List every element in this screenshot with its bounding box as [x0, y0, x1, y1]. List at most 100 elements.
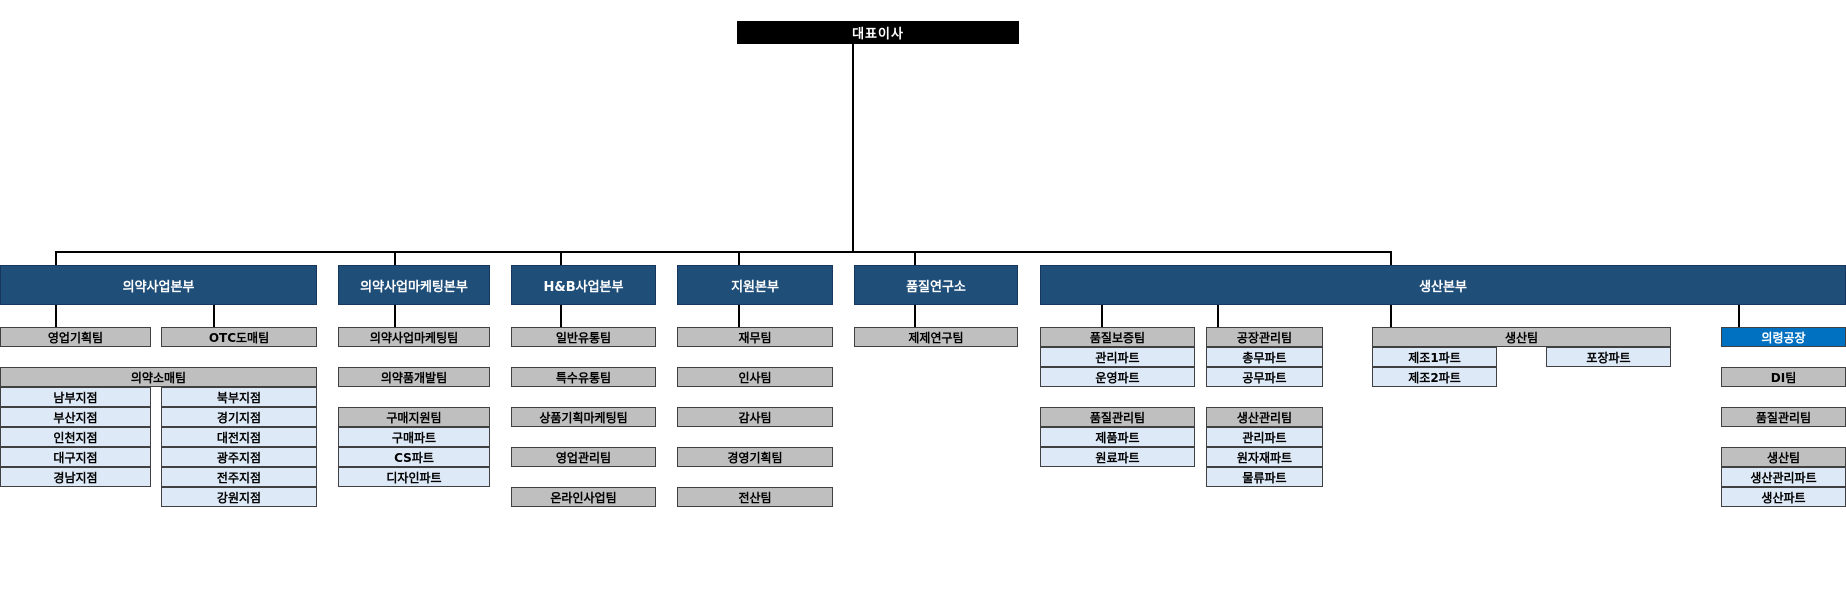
- production-team-connector: [1390, 305, 1392, 327]
- part-raw-materials: 원자재파트: [1206, 447, 1323, 467]
- team-finance: 재무팀: [677, 327, 833, 347]
- team-formulation-research: 제제연구팀: [854, 327, 1018, 347]
- part-label: 제조2파트: [1408, 370, 1461, 385]
- ceo-box: 대표이사: [737, 21, 1019, 44]
- part-branch-gangwon: 강원지점: [161, 487, 317, 507]
- part-branch-north: 북부지점: [161, 387, 317, 407]
- part-qc-raw: 원료파트: [1040, 447, 1195, 467]
- part-label: 남부지점: [53, 390, 98, 405]
- team-management-planning: 경영기획팀: [677, 447, 833, 467]
- team-it: 전산팀: [677, 487, 833, 507]
- team-otc-wholesale: OTC도매팀: [161, 327, 317, 347]
- division-label: 의약사업마케팅본부: [360, 279, 468, 295]
- part-label: 관리파트: [1095, 350, 1140, 365]
- part-qc-product: 제품파트: [1040, 427, 1195, 447]
- team-purchase-support: 구매지원팀: [338, 407, 490, 427]
- plant-management-connector: [1217, 305, 1219, 327]
- team-label: 생산팀: [1766, 450, 1801, 465]
- part-label: 생산파트: [1761, 490, 1806, 505]
- part-label: 원자재파트: [1236, 450, 1293, 465]
- team-uiryeong-qc: 품질관리팀: [1721, 407, 1846, 427]
- team-label: 의약소매팀: [130, 370, 187, 385]
- part-branch-south: 남부지점: [0, 387, 151, 407]
- part-cs: CS파트: [338, 447, 490, 467]
- part-label: 공무파트: [1242, 370, 1287, 385]
- part-label: 전주지점: [216, 470, 262, 485]
- division-hb: H&B사업본부: [511, 265, 656, 305]
- team-label: 영업기획팀: [47, 330, 104, 345]
- team-uiryeong-plant: 의령공장: [1721, 327, 1846, 347]
- part-branch-gyeongnam: 경남지점: [0, 467, 151, 487]
- team-pharma-retail: 의약소매팀: [0, 367, 317, 387]
- part-uiryeong-prod: 생산파트: [1721, 487, 1846, 507]
- pharma-marketing-drop-line: [394, 251, 396, 265]
- team-sales-planning: 영업기획팀: [0, 327, 151, 347]
- part-branch-jeonju: 전주지점: [161, 467, 317, 487]
- part-label: 북부지점: [216, 390, 262, 405]
- part-branch-gyeonggi: 경기지점: [161, 407, 317, 427]
- part-label: 물류파트: [1242, 470, 1287, 485]
- division-pharma-marketing: 의약사업마케팅본부: [338, 265, 490, 305]
- team-label: 감사팀: [738, 410, 772, 425]
- part-uiryeong-prod-management: 생산관리파트: [1721, 467, 1846, 487]
- part-qa-operation: 운영파트: [1040, 367, 1195, 387]
- division-support: 지원본부: [677, 265, 833, 305]
- formulation-research-connector: [914, 305, 916, 327]
- part-label: 포장파트: [1586, 350, 1631, 365]
- team-label: 온라인사업팀: [550, 490, 617, 505]
- support-drop-line: [738, 251, 740, 265]
- team-di: DI팀: [1721, 367, 1846, 387]
- ceo-connector: [852, 44, 854, 252]
- part-packaging: 포장파트: [1546, 347, 1671, 367]
- pharma-drop-line: [55, 251, 57, 265]
- division-label: H&B사업본부: [543, 279, 624, 295]
- team-label: 제제연구팀: [908, 330, 964, 345]
- division-label: 품질연구소: [906, 279, 966, 295]
- team-sales-management: 영업관리팀: [511, 447, 656, 467]
- team-label: 영업관리팀: [555, 450, 612, 465]
- otc-wholesale-connector: [213, 305, 215, 327]
- team-production-management: 생산관리팀: [1206, 407, 1323, 427]
- part-label: 대전지점: [216, 430, 262, 445]
- division-bus-line: [55, 251, 1392, 253]
- team-label: 생산관리팀: [1236, 410, 1293, 425]
- part-pm-management: 관리파트: [1206, 427, 1323, 447]
- part-branch-incheon: 인천지점: [0, 427, 151, 447]
- team-pharma-product-dev: 의약품개발팀: [338, 367, 490, 387]
- part-label: 생산관리파트: [1750, 470, 1817, 485]
- team-special-distribution: 특수유통팀: [511, 367, 656, 387]
- team-label: 품질관리팀: [1089, 410, 1146, 425]
- division-label: 생산본부: [1419, 279, 1467, 295]
- team-label: 의약품개발팀: [380, 370, 448, 385]
- team-label: 의약사업마케팅팀: [369, 330, 459, 345]
- part-label: 강원지점: [216, 490, 262, 505]
- team-label: 품질보증팀: [1089, 330, 1146, 345]
- ceo-label: 대표이사: [852, 27, 904, 42]
- part-mfg2: 제조2파트: [1372, 367, 1497, 387]
- team-general-distribution: 일반유통팀: [511, 327, 656, 347]
- part-branch-daegu: 대구지점: [0, 447, 151, 467]
- uiryeong-plant-connector: [1738, 305, 1740, 327]
- production-drop-line: [1390, 251, 1392, 265]
- part-branch-busan: 부산지점: [0, 407, 151, 427]
- part-label: 제품파트: [1095, 430, 1140, 445]
- team-uiryeong-production: 생산팀: [1721, 447, 1846, 467]
- part-design: 디자인파트: [338, 467, 490, 487]
- part-logistics: 물류파트: [1206, 467, 1323, 487]
- part-label: 운영파트: [1095, 370, 1140, 385]
- part-label: 총무파트: [1242, 350, 1287, 365]
- team-plant-management: 공장관리팀: [1206, 327, 1323, 347]
- team-production: 생산팀: [1372, 327, 1671, 347]
- team-online-business: 온라인사업팀: [511, 487, 656, 507]
- division-label: 지원본부: [731, 279, 779, 295]
- sales-planning-connector: [55, 305, 57, 327]
- division-production: 생산본부: [1040, 265, 1846, 305]
- team-label: 구매지원팀: [386, 410, 442, 425]
- finance-connector: [738, 305, 740, 327]
- division-qrc: 품질연구소: [854, 265, 1018, 305]
- team-label: OTC도매팀: [208, 330, 270, 345]
- part-label: 관리파트: [1242, 430, 1287, 445]
- team-label: 특수유통팀: [555, 370, 612, 385]
- part-branch-gwangju: 광주지점: [161, 447, 317, 467]
